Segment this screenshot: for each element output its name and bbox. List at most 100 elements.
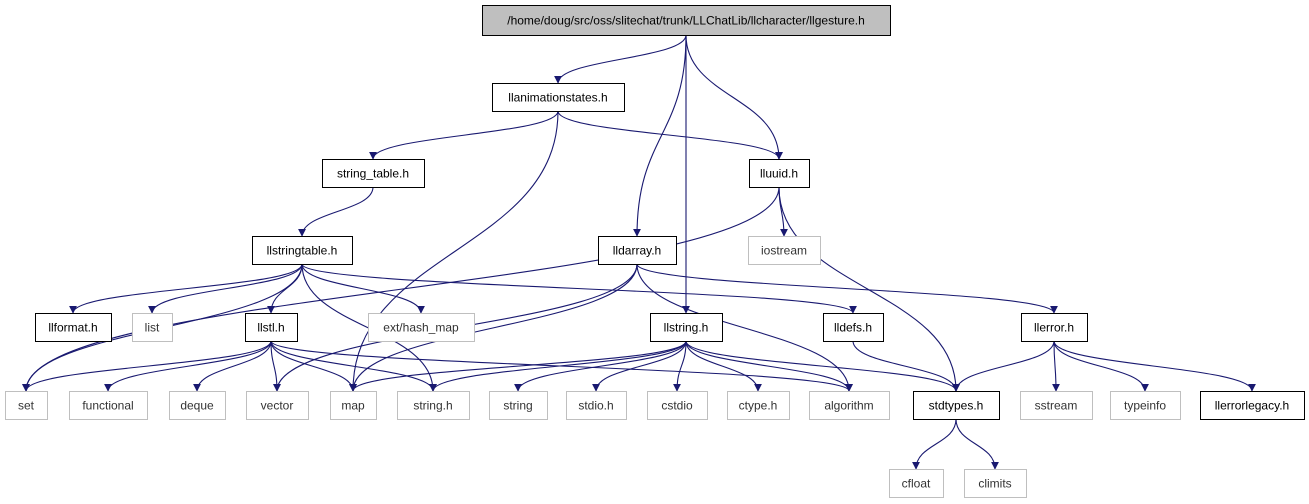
edge-lldarray-to-llerror: [636, 263, 1058, 314]
node-label-lluuid: lluuid.h: [760, 167, 798, 181]
edge-llstl-to-map: [270, 340, 357, 392]
node-label-iostream: iostream: [761, 244, 807, 258]
node-label-llerror: llerror.h: [1034, 321, 1074, 335]
edge-llstringtable-to-list: [148, 263, 303, 314]
node-box-string: [489, 391, 548, 420]
edge-llstringtable-to-llformat: [69, 263, 303, 314]
node-llstringtable[interactable]: llstringtable.h: [252, 236, 353, 265]
node-climits: climits: [964, 469, 1027, 498]
node-iostream: iostream: [748, 236, 821, 265]
node-lluuid[interactable]: lluuid.h: [749, 159, 810, 188]
edge-llerror-to-typeinfo: [1053, 340, 1149, 392]
node-box-string-h: [397, 391, 470, 420]
node-box-climits: [964, 469, 1027, 498]
edge-llstl-to-vector: [270, 340, 281, 392]
node-label-llanimationstates: llanimationstates.h: [508, 91, 607, 105]
node-box-llstring: [650, 313, 723, 342]
node-label-cfloat: cfloat: [902, 477, 931, 491]
edge-llgesture-to-lldarray: [633, 34, 687, 237]
node-label-stdtypes: stdtypes.h: [929, 399, 984, 413]
node-label-llerrorlegacy: llerrorlegacy.h: [1215, 399, 1289, 413]
node-cfloat: cfloat: [889, 469, 944, 498]
edge-llstring-to-string: [514, 340, 687, 392]
node-box-stdio-h: [566, 391, 627, 420]
node-vector: vector: [246, 391, 309, 420]
node-box-ext-hash-map: [368, 313, 475, 342]
node-label-functional: functional: [82, 399, 133, 413]
edge-llerror-to-sstream: [1051, 340, 1060, 392]
node-box-llstl: [245, 313, 298, 342]
node-label-llgesture: /home/doug/src/oss/slitechat/trunk/LLCha…: [507, 14, 865, 28]
edge-lldarray-to-algorithm: [636, 263, 853, 392]
edge-llgesture-to-lluuid: [685, 34, 783, 160]
node-label-stdio-h: stdio.h: [578, 399, 613, 413]
node-label-sstream: sstream: [1035, 399, 1078, 413]
node-llstring[interactable]: llstring.h: [650, 313, 723, 342]
node-box-lldarray: [598, 236, 677, 265]
edge-llstring-to-map: [349, 340, 687, 392]
node-llgesture[interactable]: /home/doug/src/oss/slitechat/trunk/LLCha…: [482, 5, 891, 36]
edge-llstring-to-stdtypes: [685, 340, 960, 392]
node-llstl[interactable]: llstl.h: [245, 313, 298, 342]
node-lldefs[interactable]: lldefs.h: [823, 313, 884, 342]
node-stdio-h: stdio.h: [566, 391, 627, 420]
node-box-ctype-h: [727, 391, 790, 420]
node-llanimationstates[interactable]: llanimationstates.h: [492, 83, 625, 112]
node-cstdio: cstdio: [647, 391, 708, 420]
node-label-llstringtable: llstringtable.h: [267, 244, 338, 258]
edge-llstring-to-stdio-h: [592, 340, 687, 392]
node-box-set: [5, 391, 48, 420]
edge-llgesture-to-llanimationstates: [554, 34, 687, 84]
edge-string-table-to-llstringtable: [298, 186, 374, 237]
edge-llanimationstates-to-string-table: [369, 110, 559, 160]
node-llformat[interactable]: llformat.h: [35, 313, 112, 342]
node-string-table[interactable]: string_table.h: [322, 159, 425, 188]
node-label-cstdio: cstdio: [661, 399, 693, 413]
node-label-lldefs: lldefs.h: [834, 321, 872, 335]
edge-lluuid-to-set: [22, 186, 780, 392]
edge-llanimationstates-to-map: [349, 110, 559, 392]
edge-llstringtable-to-ext-hash-map: [301, 263, 425, 314]
node-string: string: [489, 391, 548, 420]
node-label-climits: climits: [978, 477, 1011, 491]
node-llerror[interactable]: llerror.h: [1021, 313, 1088, 342]
node-label-map: map: [341, 399, 365, 413]
node-box-sstream: [1020, 391, 1093, 420]
node-label-vector: vector: [261, 399, 294, 413]
node-box-deque: [169, 391, 226, 420]
node-box-cstdio: [647, 391, 708, 420]
node-llerrorlegacy[interactable]: llerrorlegacy.h: [1200, 391, 1305, 420]
node-map: map: [330, 391, 377, 420]
node-box-lluuid: [749, 159, 810, 188]
node-box-algorithm: [809, 391, 890, 420]
node-ctype-h: ctype.h: [727, 391, 790, 420]
edge-llstl-to-set: [22, 340, 272, 392]
node-box-llerrorlegacy: [1200, 391, 1305, 420]
node-ext-hash-map: ext/hash_map: [368, 313, 475, 342]
node-box-cfloat: [889, 469, 944, 498]
node-string-h: string.h: [397, 391, 470, 420]
node-deque: deque: [169, 391, 226, 420]
edge-llstringtable-to-string-h: [301, 263, 437, 392]
node-stdtypes[interactable]: stdtypes.h: [913, 391, 1000, 420]
node-label-algorithm: algorithm: [824, 399, 873, 413]
node-label-llstring: llstring.h: [664, 321, 709, 335]
node-box-list: [132, 313, 173, 342]
node-sstream: sstream: [1020, 391, 1093, 420]
edge-llerror-to-stdtypes: [952, 340, 1055, 392]
node-box-llanimationstates: [492, 83, 625, 112]
node-label-ext-hash-map: ext/hash_map: [383, 321, 459, 335]
node-box-map: [330, 391, 377, 420]
node-set: set: [5, 391, 48, 420]
node-box-llformat: [35, 313, 112, 342]
edge-llstl-to-string-h: [270, 340, 437, 392]
node-label-lldarray: lldarray.h: [613, 244, 661, 258]
node-label-llstl: llstl.h: [257, 321, 284, 335]
node-box-lldefs: [823, 313, 884, 342]
node-lldarray[interactable]: lldarray.h: [598, 236, 677, 265]
node-box-vector: [246, 391, 309, 420]
node-label-typeinfo: typeinfo: [1124, 399, 1166, 413]
node-box-llgesture: [482, 5, 891, 36]
edge-llstl-to-functional: [104, 340, 272, 392]
